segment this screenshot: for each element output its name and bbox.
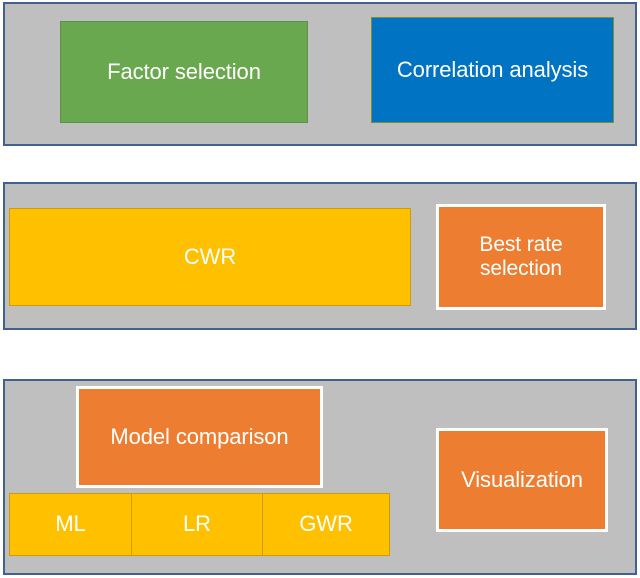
node-factor-selection[interactable]: Factor selection [60,21,308,123]
node-ml[interactable]: ML [9,493,132,556]
node-best-rate-selection[interactable]: Best rate selection [436,204,606,310]
node-correlation-analysis[interactable]: Correlation analysis [371,17,614,123]
node-cwr[interactable]: CWR [9,208,411,306]
node-lr[interactable]: LR [131,493,263,556]
node-gwr[interactable]: GWR [262,493,390,556]
node-model-comparison[interactable]: Model comparison [76,386,323,488]
node-visualization[interactable]: Visualization [436,428,608,532]
